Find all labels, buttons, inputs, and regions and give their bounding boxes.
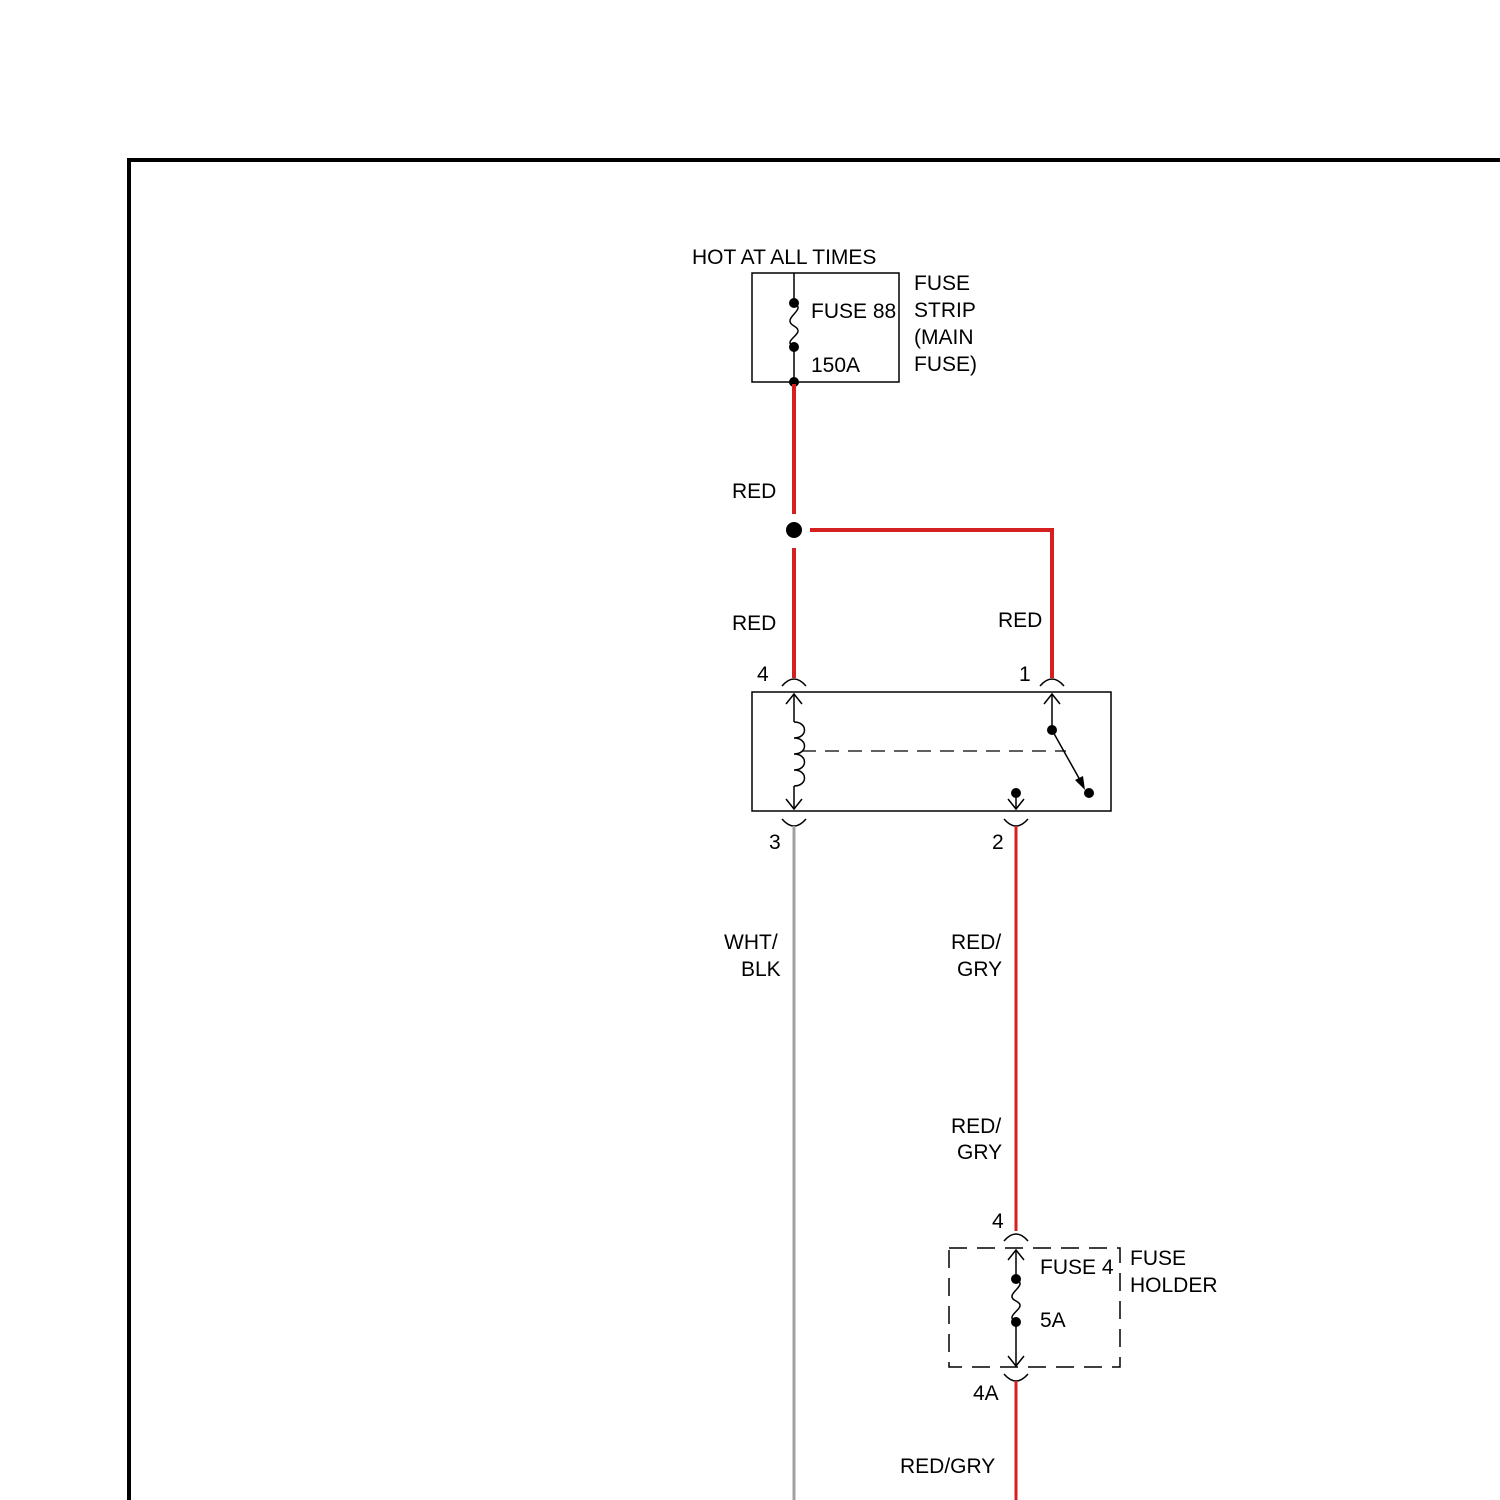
relay-switch-arrowhead-icon [1075,776,1085,790]
main-fuse-holder-line-1: FUSE [914,272,970,295]
wire-label-red-gry-middle-line-2: GRY [957,1141,1002,1164]
wire-label-wht-blk-line-2: BLK [741,958,781,981]
main-fuse-strip: FUSE 88 150A FUSE STRIP (MAIN FUSE) [752,272,977,387]
relay-switch-blade [1052,730,1080,780]
wire-label-red-gry-upper-line-2: GRY [957,958,1002,981]
main-fuse-element-icon [790,303,798,347]
relay-pin-4-label: 4 [757,663,769,686]
wire-label-red-gry-upper-line-1: RED/ [951,931,1001,954]
main-fuse-terminal-bottom [789,342,799,352]
relay-pin-2-label: 2 [992,831,1004,854]
main-fuse-terminal-top [789,298,799,308]
wire-red-branch [810,530,1052,678]
wire-label-red-lower: RED [732,612,776,635]
fuse-holder-pin-in-connector [1004,1234,1028,1241]
main-fuse-holder-line-3: (MAIN [914,326,974,349]
relay-switch-contact-open [1084,788,1094,798]
fuse-holder-pin-out-label: 4A [973,1382,999,1405]
fuse-4-element-icon [1012,1279,1020,1322]
main-fuse-name: FUSE 88 [811,300,896,323]
relay-pin-2-connector [1004,819,1028,826]
relay-pin-4-connector [782,679,806,686]
relay-pin-3-label: 3 [769,831,781,854]
red-feed-wires: RED RED RED [732,384,1052,678]
fuse-holder-pin-in-label: 4 [992,1210,1004,1233]
fuse-4-rating: 5A [1040,1309,1066,1332]
wire-label-red-gry-middle-line-1: RED/ [951,1115,1001,1138]
wire-label-red-gry-lower: RED/GRY [900,1455,995,1478]
fuse-holder-pin-out-connector [1004,1374,1028,1381]
power-source-label: HOT AT ALL TIMES [692,246,876,269]
fuse-holder-line-1: FUSE [1130,1247,1186,1270]
main-fuse-rating: 150A [811,354,860,377]
main-fuse-holder-line-2: STRIP [914,299,976,322]
relay-pin-1-connector [1040,679,1064,686]
relay-pin-1-label: 1 [1019,663,1031,686]
wire-label-red-branch: RED [998,609,1042,632]
splice-dot [786,522,802,538]
wire-label-wht-blk-line-1: WHT/ [724,931,778,954]
fuse-holder: 4 FUSE 4 5A FUSE HOLDER 4A [949,1210,1218,1405]
relay-pin-3-connector [782,819,806,826]
fuse-holder-line-2: HOLDER [1130,1274,1218,1297]
relay-coil-icon [794,722,805,786]
relay: 4 1 3 2 [752,663,1111,854]
fuse-4-name: FUSE 4 [1040,1256,1114,1279]
wire-label-red-upper: RED [732,480,776,503]
main-fuse-holder-line-4: FUSE) [914,353,977,376]
